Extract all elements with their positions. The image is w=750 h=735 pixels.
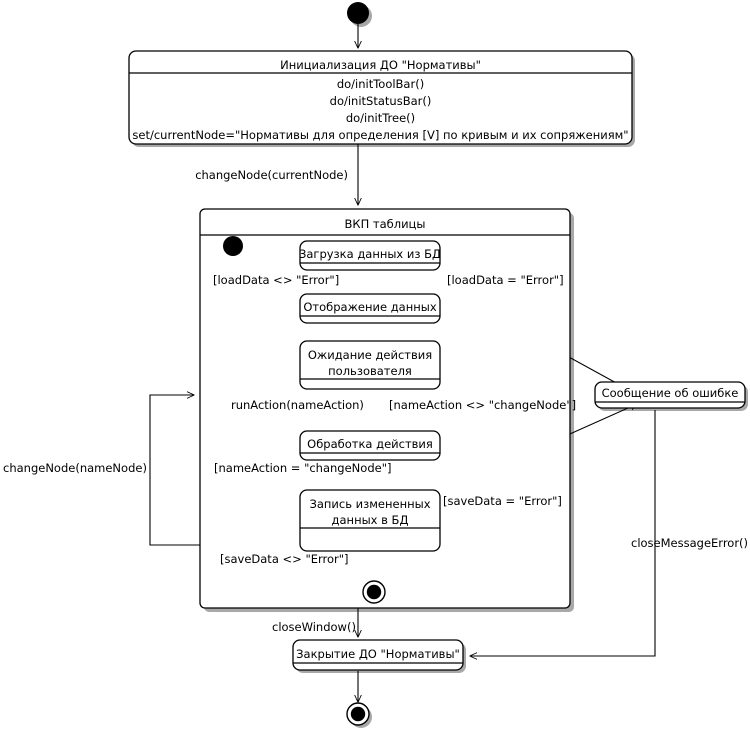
state-init-action-1: do/initToolBar()	[337, 77, 424, 91]
state-load-data-label: Загрузка данных из БД	[299, 247, 441, 261]
state-save-data-box[interactable]	[299, 489, 441, 552]
state-load-data[interactable]: Загрузка данных из БД	[299, 240, 441, 271]
state-wait-action-label-line2: пользователя	[328, 364, 412, 378]
state-save-data-label-line2: данных в БД	[332, 513, 409, 527]
state-wait-action[interactable]: Ожидание действия пользователя	[299, 340, 441, 390]
state-init-action-4: set/currentNode="Нормативы для определен…	[132, 128, 628, 142]
state-error-message-label: Сообщение об ошибке	[602, 386, 739, 400]
label-change-node-current: changeNode(currentNode)	[195, 168, 348, 182]
label-name-action-eq: [nameAction = "changeNode"]	[214, 461, 391, 475]
label-save-data-ok: [saveData <> "Error"]	[220, 552, 349, 566]
state-process-action-label: Обработка действия	[307, 437, 433, 451]
label-name-action-ne: [nameAction <> "changeNode"]	[389, 398, 576, 412]
state-composite-title: ВКП таблицы	[345, 217, 426, 231]
label-close-message-error: closeMessageError()	[631, 536, 748, 550]
state-show-data-label: Отображение данных	[303, 300, 437, 314]
state-init-box[interactable]	[128, 50, 633, 145]
transition-errormsg-to-closestate	[470, 410, 656, 656]
state-wait-action-box[interactable]	[299, 340, 441, 390]
state-wait-action-label-line1: Ожидание действия	[308, 348, 432, 362]
label-close-window: closeWindow()	[272, 620, 356, 634]
initial-state-node[interactable]	[347, 2, 369, 24]
final-dot	[350, 706, 366, 722]
state-init-action-3: do/initTree()	[346, 111, 415, 125]
state-save-data[interactable]: Запись измененных данных в БД	[299, 489, 441, 552]
state-init-title: Инициализация ДО "Нормативы"	[280, 58, 481, 72]
label-run-action: runAction(nameAction)	[231, 398, 364, 412]
transition-composite-self-changenode	[149, 395, 200, 546]
state-show-data[interactable]: Отображение данных	[299, 293, 441, 324]
state-close-label: Закрытие ДО "Нормативы"	[296, 647, 460, 661]
inner-final-dot	[366, 584, 382, 600]
final-state-node[interactable]	[346, 702, 370, 726]
label-load-data-ok: [loadData <> "Error"]	[213, 273, 339, 287]
label-change-node-name: changeNode(nameNode)	[3, 461, 147, 475]
label-load-data-error: [loadData = "Error"]	[447, 273, 564, 287]
label-save-data-error: [saveData = "Error"]	[443, 494, 562, 508]
inner-final-state-node[interactable]	[362, 580, 386, 604]
state-init-action-2: do/initStatusBar()	[330, 94, 432, 108]
state-close[interactable]: Закрытие ДО "Нормативы"	[292, 639, 464, 671]
state-composite[interactable]: ВКП таблицы	[199, 208, 571, 609]
state-process-action[interactable]: Обработка действия	[299, 430, 441, 461]
state-error-message[interactable]: Сообщение об ошибке	[594, 381, 746, 409]
state-composite-box[interactable]	[199, 208, 571, 609]
state-save-data-label-line1: Запись измененных	[309, 497, 430, 511]
transition-labels: [loadData <> "Error"] [loadData = "Error…	[3, 273, 748, 634]
inner-initial-state-node[interactable]	[223, 236, 243, 256]
state-init[interactable]: Инициализация ДО "Нормативы" do/initTool…	[128, 50, 633, 145]
